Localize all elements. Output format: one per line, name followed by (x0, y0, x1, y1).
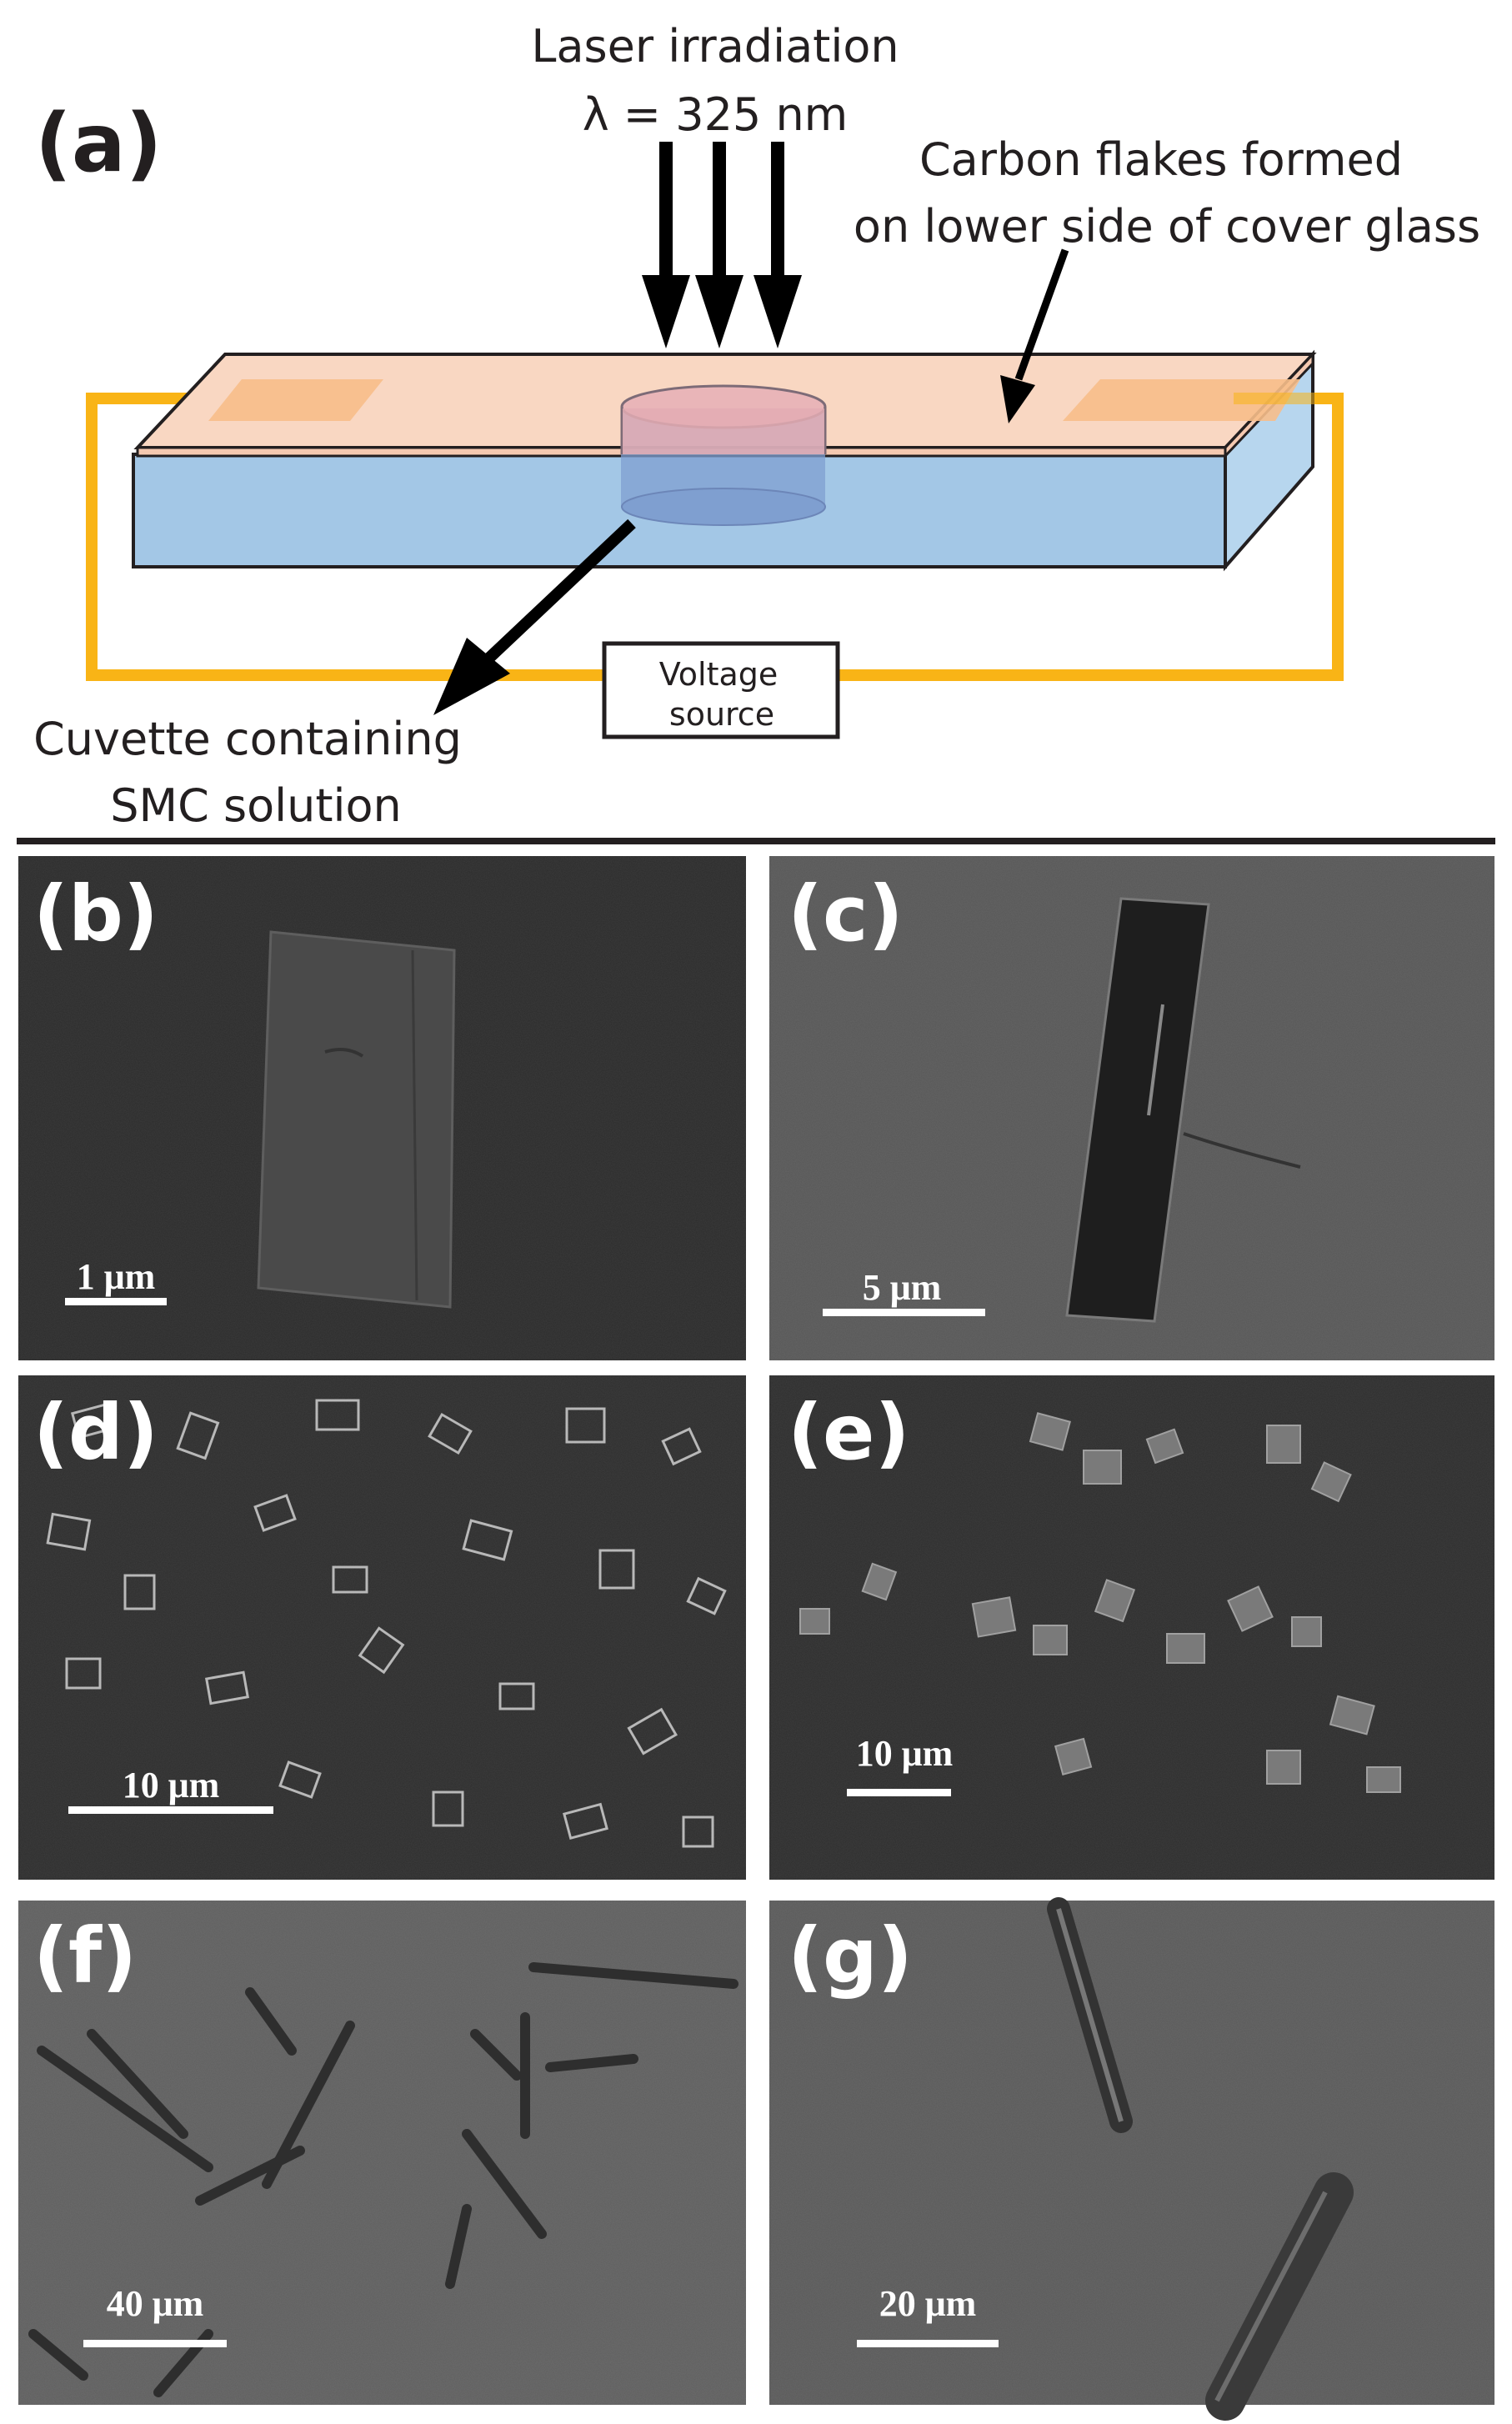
laser-spot-cylinder (620, 384, 827, 526)
rods-g (1047, 1897, 1354, 2421)
voltage-label-line1: Voltage (659, 656, 779, 693)
rods-f (28, 1962, 738, 2397)
flakes-d (46, 1399, 727, 1848)
panel-letter: (g) (788, 1911, 913, 2001)
left-electrode (208, 379, 383, 421)
sem-panel-b: (b) 1 μm (18, 856, 746, 1360)
scale-label: 10 μm (856, 1733, 954, 1774)
laser-label-line1: Laser irradiation (531, 20, 899, 73)
right-electrode (1063, 379, 1300, 421)
laser-arrows (642, 142, 802, 348)
scale-label: 20 μm (879, 2283, 977, 2324)
voltage-source: Voltage source (602, 641, 840, 739)
scale-bar (83, 2340, 227, 2347)
voltage-label-line2: source (669, 696, 774, 733)
scale-label: 10 μm (123, 1765, 220, 1805)
flakes-label-line2: on lower side of cover glass (854, 200, 1480, 253)
scale-label: 40 μm (107, 2283, 204, 2324)
flakes-label-line1: Carbon flakes formed (919, 133, 1403, 186)
sem-panel-g: (g) 20 μm (769, 1897, 1494, 2421)
cuvette-label-line1: Cuvette containing (33, 713, 462, 765)
panel-letter: (f) (33, 1911, 137, 2001)
section-divider (17, 838, 1495, 844)
sem-panel-e: (e) 10 μm (769, 1375, 1494, 1880)
scale-label: 5 μm (863, 1267, 942, 1308)
panel-letter: (e) (788, 1388, 910, 1477)
sem-panel-d: (d) 10 μm (18, 1375, 746, 1880)
scale-bar (857, 2340, 999, 2347)
scale-bar (847, 1789, 951, 1796)
panel-a: (a) Laser irradiation λ = 325 nm Carbon … (33, 20, 1480, 832)
cuvette-arrow (433, 518, 636, 715)
panel-a-letter: (a) (35, 97, 163, 190)
panel-letter: (b) (33, 869, 158, 959)
ribbon-c (1065, 897, 1301, 1323)
flake-b (257, 930, 456, 1309)
cuvette-label-line2: SMC solution (110, 779, 402, 832)
sem-panel-c: (c) 5 μm (769, 856, 1494, 1360)
flakes-arrow (1000, 248, 1069, 423)
scale-label: 1 μm (77, 1256, 156, 1297)
laser-label-line2: λ = 325 nm (583, 88, 849, 141)
scale-bar (823, 1309, 985, 1316)
panel-letter: (c) (788, 869, 904, 959)
sem-panel-f: (f) 40 μm (18, 1901, 746, 2405)
panel-letter: (d) (33, 1388, 158, 1477)
scale-bar (68, 1806, 273, 1814)
scale-bar (65, 1298, 167, 1305)
flakes-e (799, 1412, 1401, 1793)
